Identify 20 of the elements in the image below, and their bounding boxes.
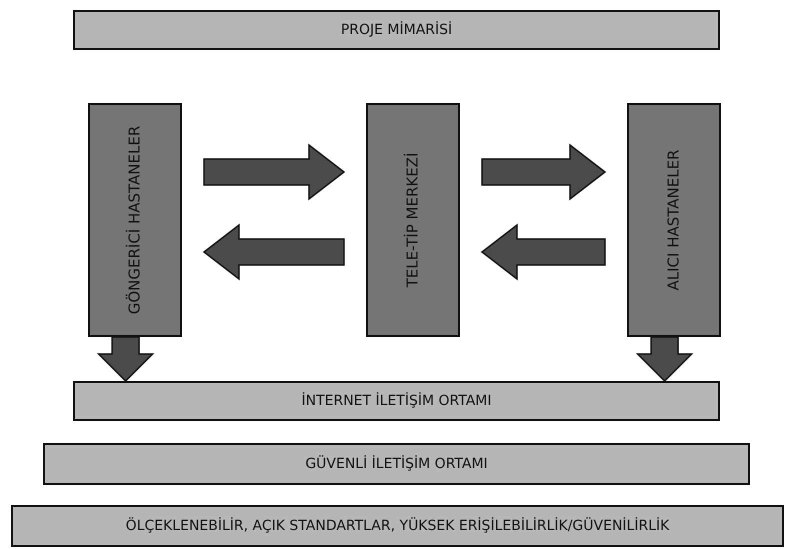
block-arrow	[96, 336, 154, 382]
layer-band	[73, 10, 720, 50]
node-label: GÖNGERİCİ HASTANELER	[126, 124, 144, 316]
node-label: ÖLÇEKLENEBİLİR, AÇIK STANDARTLAR, YÜKSEK ERİŞİLEBİLİRLİK/GÜVENİLİRLİK	[126, 518, 670, 534]
node-label: ALICI HASTANELER	[665, 148, 683, 292]
block-arrow	[202, 223, 345, 281]
layer-band	[11, 505, 784, 547]
block-arrow	[203, 143, 346, 201]
block-arrow	[636, 336, 694, 382]
block-arrow	[480, 223, 606, 281]
node-label: İNTERNET İLETİŞİM ORTAMI	[301, 392, 492, 410]
node-label: GÜVENLİ İLETİŞİM ORTAMI	[305, 456, 488, 472]
block-arrow	[481, 143, 606, 201]
process-column	[88, 103, 182, 337]
process-column	[366, 103, 460, 337]
node-label: TELE-TİP MERKEZİ	[404, 152, 422, 290]
layer-band	[73, 381, 720, 421]
node-label: PROJE MİMARİSİ	[340, 22, 452, 38]
layer-band	[43, 443, 750, 485]
process-column	[627, 103, 721, 337]
